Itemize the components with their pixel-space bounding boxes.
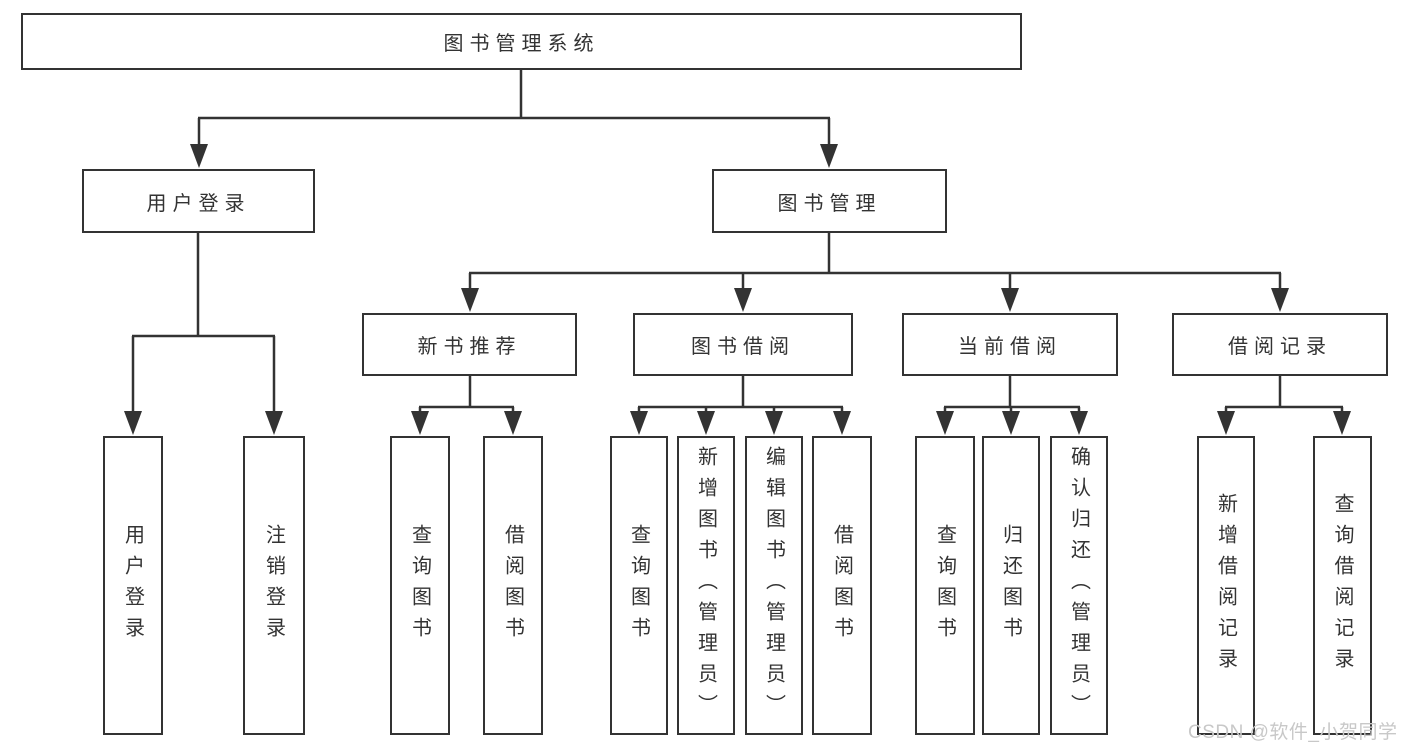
leaf-edit-book-admin: 编辑图书（管理员） [745, 436, 803, 735]
leaf-add-book-admin: 新增图书（管理员） [677, 436, 735, 735]
node-new-book-recommend: 新书推荐 [362, 313, 577, 376]
leaf-add-borrow-record: 新增借阅记录 [1197, 436, 1255, 735]
leaf-query-books-borrow: 查询图书 [610, 436, 668, 735]
node-book-borrow: 图书借阅 [633, 313, 853, 376]
leaf-confirm-return-admin: 确认归还（管理员） [1050, 436, 1108, 735]
arrowheads [124, 144, 1351, 435]
leaf-logout: 注销登录 [243, 436, 305, 735]
leaf-return-book: 归还图书 [982, 436, 1040, 735]
leaf-query-borrow-record: 查询借阅记录 [1313, 436, 1372, 735]
node-book-management: 图书管理 [712, 169, 947, 233]
leaf-query-books-recommend: 查询图书 [390, 436, 450, 735]
watermark: CSDN @软件_小贺同学 [1188, 722, 1398, 743]
leaf-user-login: 用户登录 [103, 436, 163, 735]
node-user-login: 用户登录 [82, 169, 315, 233]
node-library-system: 图书管理系统 [21, 13, 1022, 70]
leaf-borrow-books-recommend: 借阅图书 [483, 436, 543, 735]
node-borrow-records: 借阅记录 [1172, 313, 1388, 376]
node-current-borrow: 当前借阅 [902, 313, 1118, 376]
leaf-query-books-current: 查询图书 [915, 436, 975, 735]
leaf-borrow-books: 借阅图书 [812, 436, 872, 735]
